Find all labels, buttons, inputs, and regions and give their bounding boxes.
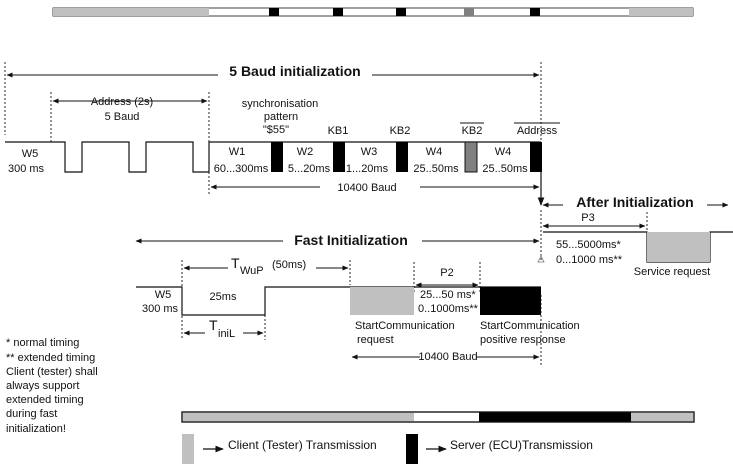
start-comm-response-label: positive response <box>480 334 566 346</box>
legend-server-swatch <box>406 434 418 464</box>
tinil-label: T <box>209 317 218 333</box>
top-bar-kb-marker <box>333 8 343 16</box>
bottom-bar-client-segment <box>182 412 414 422</box>
twup-superscript: (50ms) <box>272 259 306 271</box>
top-bar-client-segment <box>629 8 693 16</box>
kb2-block <box>396 142 408 172</box>
w2-time: 5...20ms <box>288 163 331 175</box>
after-init-section: After Initialization P3 55...5000ms* 0..… <box>537 194 733 278</box>
legend-server-label: Server (ECU)Transmission <box>450 438 593 452</box>
start-comm-response-label: StartCommunication <box>480 320 580 332</box>
kb2-inverted-label: KB2 <box>462 125 483 137</box>
p2-label: P2 <box>440 267 453 279</box>
start-comm-response-block <box>480 287 541 315</box>
bottom-bar-client-segment <box>631 412 694 422</box>
kb1-block <box>333 142 345 172</box>
legend-client-label: Client (Tester) Transmission <box>228 438 377 452</box>
fast-baud-rate: 10400 Baud <box>418 351 477 363</box>
fast-w5-time: 300 ms <box>142 303 179 315</box>
service-request-label: Service request <box>634 266 710 278</box>
p3-normal-time: 55...5000ms* <box>556 239 622 251</box>
start-comm-request-label: request <box>357 334 394 346</box>
top-bar-kb2-inverted-marker <box>464 8 474 16</box>
kb1-label: KB1 <box>328 125 349 137</box>
fast-init-title: Fast Initialization <box>294 232 408 248</box>
bottom-overview-bar <box>181 411 695 423</box>
w4-time: 25..50ms <box>413 163 459 175</box>
twup-label: T <box>231 255 240 271</box>
address-inverted-label: Address <box>517 125 558 137</box>
top-bar-address-marker <box>530 8 540 16</box>
note-line: Client (tester) shall <box>6 366 98 378</box>
five-baud-waveform <box>5 141 541 173</box>
note-line: during fast <box>6 408 57 420</box>
p3-extended-time: 0...1000 ms** <box>556 254 623 266</box>
wake-up-25ms-label: 25ms <box>210 291 237 303</box>
note-line: extended timing <box>6 394 84 406</box>
note-line: always support <box>6 380 79 392</box>
p2-extended-time: 0..1000ms** <box>418 303 479 315</box>
sync-pattern-label: "$55" <box>263 124 289 136</box>
sync-pattern-label: synchronisation <box>242 98 318 110</box>
timing-notes: * normal timing ** extended timing Clien… <box>6 337 98 435</box>
w2-label: W2 <box>297 146 314 158</box>
kb2-label: KB2 <box>390 125 411 137</box>
five-baud-baud-rate: 10400 Baud <box>337 182 396 194</box>
address-inverted-block <box>530 142 542 172</box>
note-line: initialization! <box>6 423 66 435</box>
bottom-bar-server-segment <box>479 412 631 422</box>
p3-label: P3 <box>581 212 594 224</box>
sync-pattern-label: pattern <box>264 111 298 123</box>
w4-time: 25..50ms <box>482 163 528 175</box>
kb2-inverted-block <box>464 141 478 173</box>
w1-label: W1 <box>229 146 246 158</box>
w4-label: W4 <box>426 146 443 158</box>
start-comm-request-block <box>350 287 414 315</box>
five-baud-title: 5 Baud initialization <box>229 63 360 79</box>
legend: Client (Tester) Transmission Server (ECU… <box>182 434 593 464</box>
top-bar-client-segment <box>53 8 209 16</box>
sync-pattern-block <box>271 142 283 172</box>
start-comm-request-label: StartCommunication <box>355 320 455 332</box>
note-line: ** extended timing <box>6 352 95 364</box>
address-2s-label: Address (2s) <box>91 96 153 108</box>
fast-init-waveform <box>136 286 541 316</box>
fast-w5-label: W5 <box>155 289 172 301</box>
w5-label: W5 <box>22 148 39 160</box>
legend-client-swatch <box>182 434 194 464</box>
p2-normal-time: 25...50 ms* <box>420 289 476 301</box>
w5-time: 300 ms <box>8 163 45 175</box>
after-init-title: After Initialization <box>576 194 693 210</box>
note-line: * normal timing <box>6 337 79 349</box>
five-baud-section: 5 Baud initialization Address (2s) 5 Bau… <box>4 62 560 206</box>
w1-time: 60...300ms <box>214 163 269 175</box>
w3-time: 1...20ms <box>346 163 389 175</box>
tinil-subscript: iniL <box>218 328 235 340</box>
w3-label: W3 <box>361 146 378 158</box>
service-request-block <box>647 232 710 262</box>
five-baud-label: 5 Baud <box>105 111 140 123</box>
twup-subscript: WuP <box>240 265 264 277</box>
fast-init-section: Fast Initialization T WuP (50ms) P2 W5 3… <box>135 232 580 365</box>
top-overview-bar <box>52 7 694 17</box>
top-bar-kb-marker <box>269 8 279 16</box>
top-bar-kb-marker <box>396 8 406 16</box>
w4-label: W4 <box>495 146 512 158</box>
